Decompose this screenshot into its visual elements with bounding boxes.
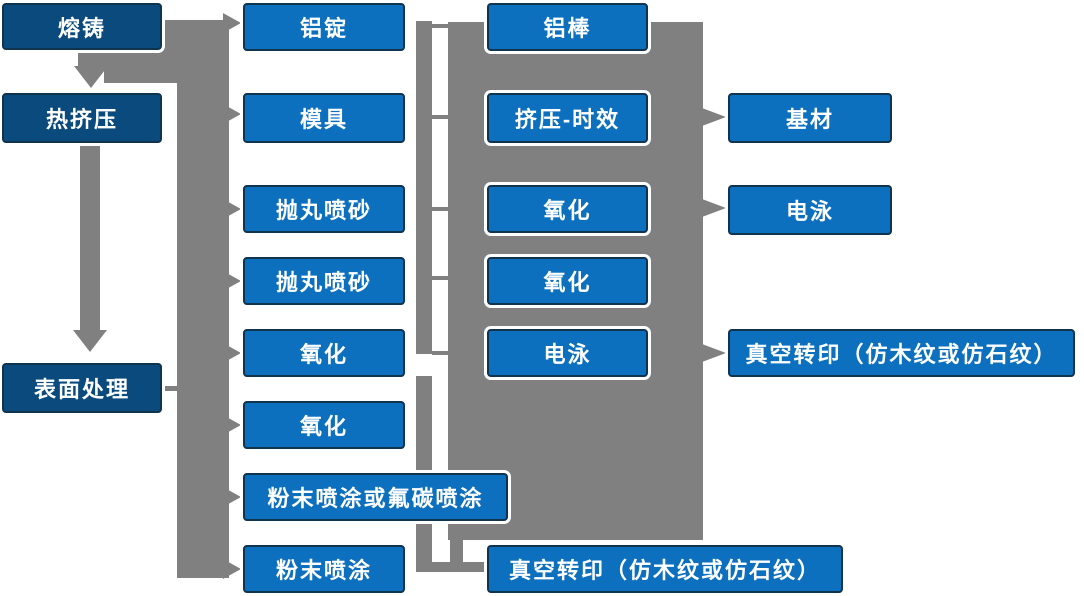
node-electrophoresis-1: 电泳	[487, 329, 648, 377]
arrow-to-vacuum-transfer-2-icon	[702, 344, 726, 362]
arrow-to-shot-blasting-2-icon	[223, 271, 241, 291]
node-surface-treatment: 表面处理	[2, 363, 162, 413]
arrow-to-base-material-icon	[702, 108, 726, 126]
arrow-to-electrophoresis-2-icon	[702, 199, 726, 217]
node-electrophoresis-2: 电泳	[728, 185, 892, 235]
node-aluminum-rod: 铝棒	[487, 3, 648, 51]
connector-trunk-left	[177, 20, 229, 578]
node-shot-blasting-1: 抛丸喷砂	[243, 185, 405, 233]
node-powder-coating: 粉末喷涂	[243, 545, 405, 593]
node-mold: 模具	[243, 93, 405, 143]
connector-bar-mid-upper	[416, 21, 432, 354]
arrow-to-shot-blasting-1-icon	[223, 199, 241, 219]
node-shot-blasting-2: 抛丸喷砂	[243, 257, 405, 305]
node-vacuum-transfer-print-2: 真空转印（仿木纹或仿石纹）	[728, 329, 1075, 377]
connector-line-surface-to-trunk	[163, 386, 179, 391]
arrow-to-surface-treatment-icon	[73, 330, 107, 352]
connector-line-row5	[432, 351, 449, 355]
node-base-material: 基材	[728, 93, 892, 143]
arrow-to-oxidation-2-icon	[223, 415, 241, 435]
connector-strip-below-trunk	[450, 540, 463, 572]
connector-line-row2	[432, 115, 449, 119]
node-powder-or-fluorocarbon-coating: 粉末喷涂或氟碳喷涂	[243, 473, 508, 521]
arrow-to-powder-or-fluorocarbon-icon	[223, 487, 241, 507]
node-hot-extrusion: 热挤压	[2, 93, 162, 143]
connector-line-row4	[432, 276, 449, 280]
node-vacuum-transfer-print-1: 真空转印（仿木纹或仿石纹）	[487, 545, 843, 593]
node-oxidation-4: 氧化	[487, 257, 648, 305]
arrow-to-aluminum-ingot-icon	[223, 13, 241, 33]
node-oxidation-3: 氧化	[487, 185, 648, 233]
node-aluminum-ingot: 铝锭	[243, 3, 405, 51]
arrow-to-hot-extrusion-icon	[74, 66, 108, 88]
connector-line-row3	[432, 207, 449, 211]
connector-band-extrusion-to-surface	[80, 143, 100, 333]
arrow-to-oxidation-1-icon	[223, 343, 241, 363]
node-oxidation-1: 氧化	[243, 329, 405, 377]
node-oxidation-2: 氧化	[243, 401, 405, 449]
arrow-to-powder-coating-icon	[223, 559, 241, 579]
node-extrusion-aging: 挤压-时效	[487, 93, 648, 143]
node-melting-casting: 熔铸	[2, 3, 162, 50]
connector-line-row1	[432, 24, 449, 28]
arrow-to-mold-icon	[223, 104, 241, 124]
